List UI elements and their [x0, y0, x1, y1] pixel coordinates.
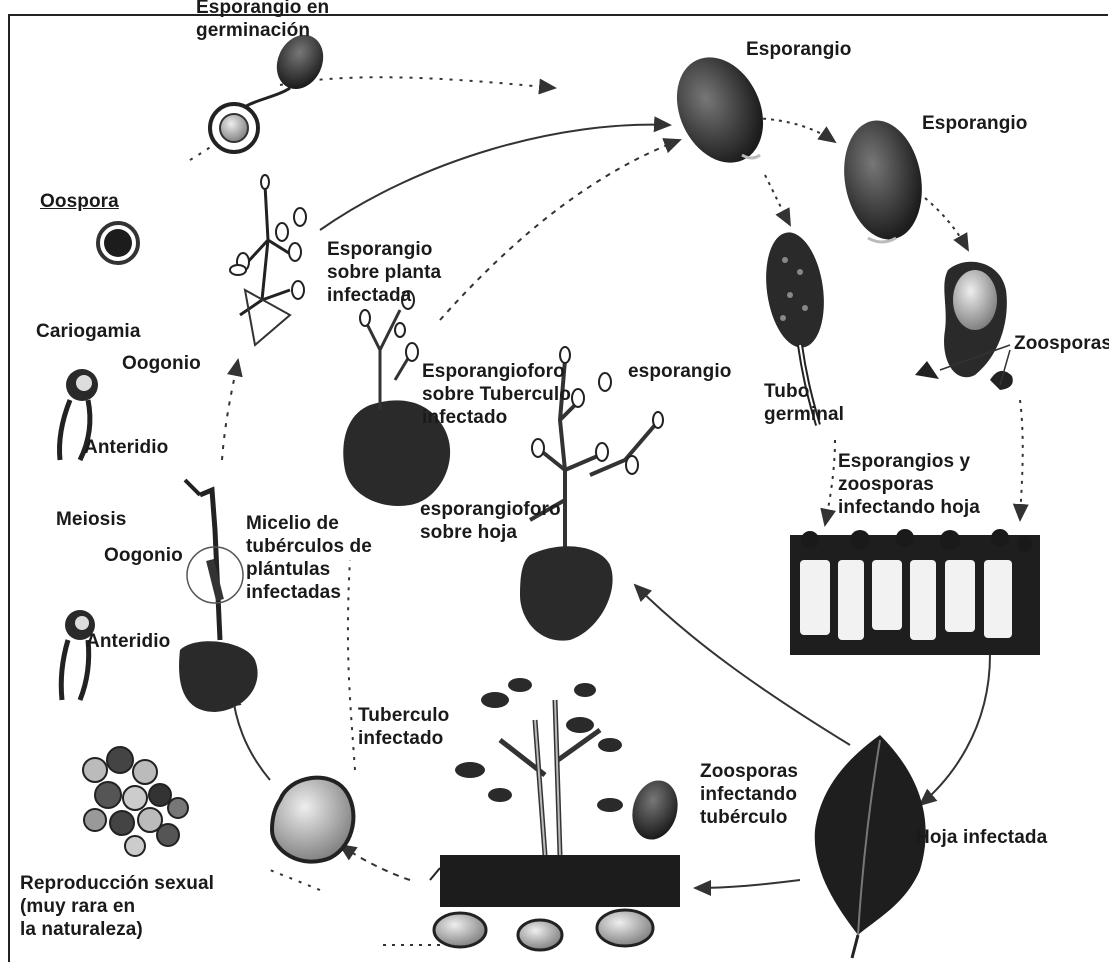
arrow-sporangium-to-sporangium2	[755, 118, 835, 142]
arrow-plant-to-sporangium	[320, 125, 670, 230]
arrow-soil-to-tuber	[340, 845, 410, 880]
label-karyogamy: Cariogamia	[36, 320, 140, 343]
label-sporangium-1: Esporangio	[746, 38, 852, 61]
label-sporangium-on-plant: Esporangio sobre planta infectada	[327, 238, 441, 307]
label-infected-leaf: Hoja infectada	[916, 826, 1047, 849]
arrow-germtube-to-leaf	[825, 440, 835, 525]
label-infected-tuber: Tuberculo infectado	[358, 704, 449, 750]
label-antheridium-2: Anteridio	[86, 630, 170, 653]
arrow-zoospores-to-leaf	[1020, 400, 1023, 520]
label-germ-tube: Tubo germinal	[764, 380, 844, 426]
label-zoospores-tuber: Zoosporas infectando tubérculo	[700, 760, 798, 829]
zoosporangium	[944, 262, 1007, 377]
arrow-mycelium-to-plant	[222, 360, 238, 460]
label-oogonium-2: Oogonio	[104, 544, 183, 567]
arrow-germination-to-sporangium	[280, 77, 555, 88]
oogonium-antheridium-2	[61, 610, 95, 700]
label-sporangiophore-on-leaf: esporangioforo sobre hoja	[420, 498, 561, 544]
sporangium-2	[835, 114, 931, 245]
label-sporangia-zoospores-leaf: Esporangios y zoosporas infectando hoja	[838, 450, 980, 519]
leaf-cross-section	[790, 529, 1040, 655]
label-zoospores: Zoosporas	[1014, 332, 1109, 355]
infected-leaf	[815, 735, 926, 958]
arrow-infected-leaf-to-soil	[695, 880, 800, 888]
arrow-leaf-section-to-infected-leaf	[920, 655, 990, 805]
arrow-sexual-dots	[270, 870, 320, 890]
oospore	[98, 223, 138, 263]
label-sexual-reproduction: Reproducción sexual (muy rara en la natu…	[20, 872, 214, 941]
label-oogonium-1: Oogonio	[122, 352, 201, 375]
label-oospore: Oospora	[40, 190, 119, 213]
arrow-tuber-to-sporangium	[440, 140, 680, 320]
label-antheridium-1: Anteridio	[84, 436, 168, 459]
sexual-reproduction-cluster	[83, 747, 188, 856]
label-mycelium: Micelio de tubérculos de plántulas infec…	[246, 512, 372, 604]
label-sporangiophore-on-tuber: Esporangioforo sobre Tuberculo infectado	[422, 360, 571, 429]
label-sporangium-2: Esporangio	[922, 112, 1028, 135]
label-small-sporangium: esporangio	[628, 360, 731, 383]
tubers-underground	[434, 910, 653, 950]
label-meiosis: Meiosis	[56, 508, 126, 531]
arrow-sporangium2-to-zoosporangium	[925, 198, 968, 250]
arrow-sporangium-to-germtube	[765, 175, 790, 225]
label-germinating-sporangium: Esporangio en germinación	[196, 0, 329, 42]
potato-plant-soil	[430, 678, 684, 950]
germinating-sporangium	[210, 27, 332, 152]
sporangium-1	[661, 43, 780, 177]
sporangiophore-on-plant	[230, 175, 306, 345]
infected-tuber	[272, 778, 353, 862]
